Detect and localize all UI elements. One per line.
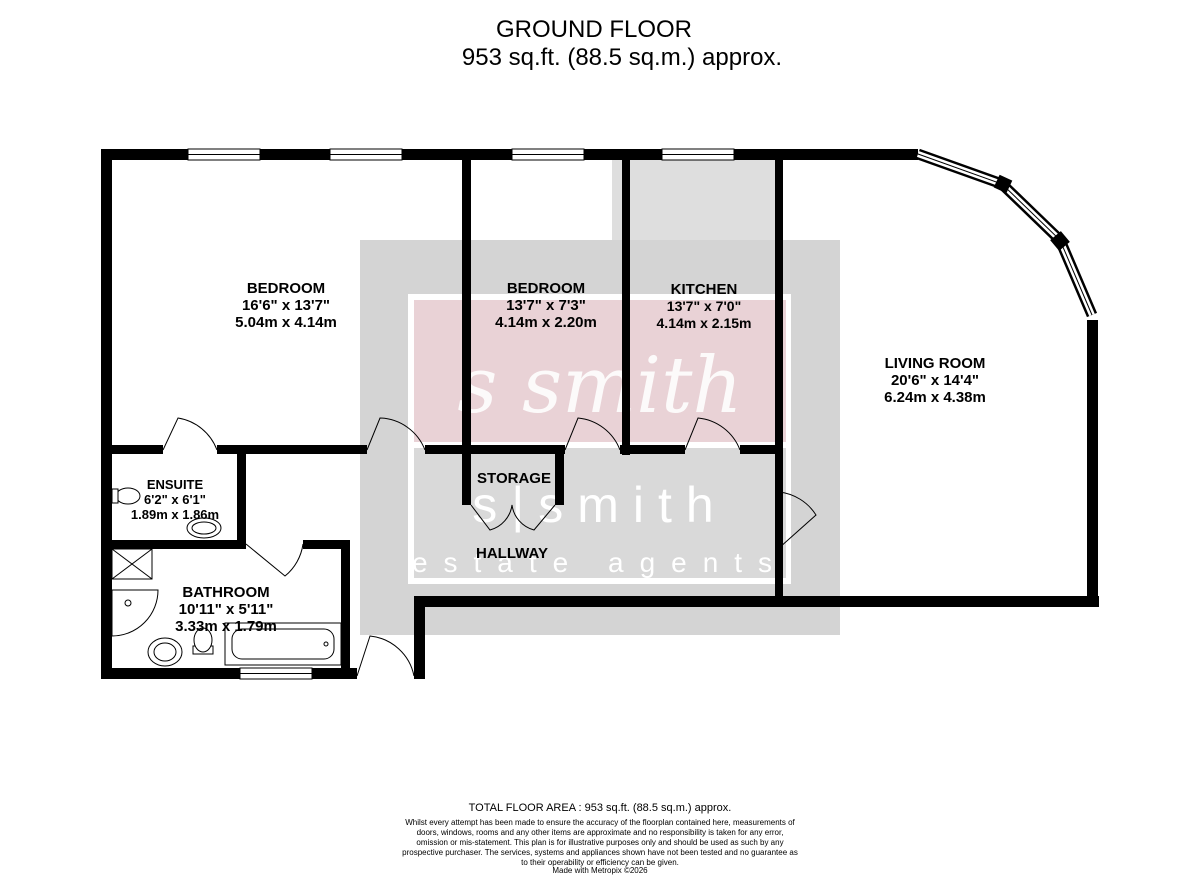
room-size-metric: 1.89m x 1.86m (130, 507, 220, 522)
room-size-metric: 3.33m x 1.79m (175, 618, 277, 635)
room-size-metric: 5.04m x 4.14m (235, 314, 337, 331)
svg-text:s|smith: s|smith (472, 477, 727, 533)
room-name: KITCHEN (670, 281, 738, 298)
room-name: HALLWAY (476, 545, 548, 562)
room-label-bedroom-1: BEDROOM 16'6" x 13'7" 5.04m x 4.14m (186, 280, 386, 331)
room-size-imperial: 20'6" x 14'4" (890, 372, 980, 389)
room-size-imperial: 13'7" x 7'0" (666, 298, 742, 314)
shower-icon (111, 548, 159, 637)
walls (101, 149, 1099, 679)
toilet-icon (111, 487, 214, 655)
room-size-metric: 4.14m x 2.20m (495, 314, 597, 331)
room-size-imperial: 16'6" x 13'7" (241, 297, 331, 314)
footer-total-area: TOTAL FLOOR AREA : 953 sq.ft. (88.5 sq.m… (468, 802, 732, 814)
basin-icon (147, 517, 222, 667)
footer-disclaimer: Whilst every attempt has been made to en… (402, 818, 798, 867)
room-name: BEDROOM (246, 280, 326, 297)
room-label-storage: STORAGE (462, 470, 566, 487)
room-size-imperial: 10'11" x 5'11" (178, 601, 274, 618)
room-size-imperial: 6'2" x 6'1" (144, 492, 206, 507)
room-label-kitchen: KITCHEN 13'7" x 7'0" 4.14m x 2.15m (614, 281, 794, 332)
room-name: ENSUITE (146, 477, 204, 492)
watermark-logo: s smith s|smith estate agents (360, 155, 840, 635)
sanitary-fittings (111, 487, 342, 667)
room-name: STORAGE (477, 470, 551, 487)
room-name: LIVING ROOM (884, 355, 986, 372)
room-size-metric: 4.14m x 2.15m (656, 315, 752, 331)
room-label-hallway: HALLWAY (452, 545, 572, 562)
room-size-imperial: 13'7" x 7'3" (506, 297, 586, 314)
window-icon (187, 148, 735, 680)
room-name: BATHROOM (182, 584, 270, 601)
plan-title: GROUND FLOOR (495, 16, 692, 43)
room-label-ensuite: ENSUITE 6'2" x 6'1" 1.89m x 1.86m (108, 477, 242, 522)
svg-text:s smith: s smith (457, 341, 742, 431)
room-label-bedroom-2: BEDROOM 13'7" x 7'3" 4.14m x 2.20m (446, 280, 646, 331)
bay-window (916, 148, 1098, 318)
room-label-bathroom: BATHROOM 10'11" x 5'11" 3.33m x 1.79m (148, 584, 304, 635)
footer-made-with: Made with Metropix ©2026 (552, 866, 648, 875)
room-name: BEDROOM (506, 280, 586, 297)
room-size-metric: 6.24m x 4.38m (884, 389, 986, 406)
svg-text:estate agents: estate agents (412, 547, 788, 578)
room-label-living-room: LIVING ROOM 20'6" x 14'4" 6.24m x 4.38m (835, 355, 1035, 406)
plan-area: 953 sq.ft. (88.5 sq.m.) approx. (461, 44, 783, 71)
bath-icon (224, 622, 342, 666)
door-swing-icon (162, 417, 817, 677)
